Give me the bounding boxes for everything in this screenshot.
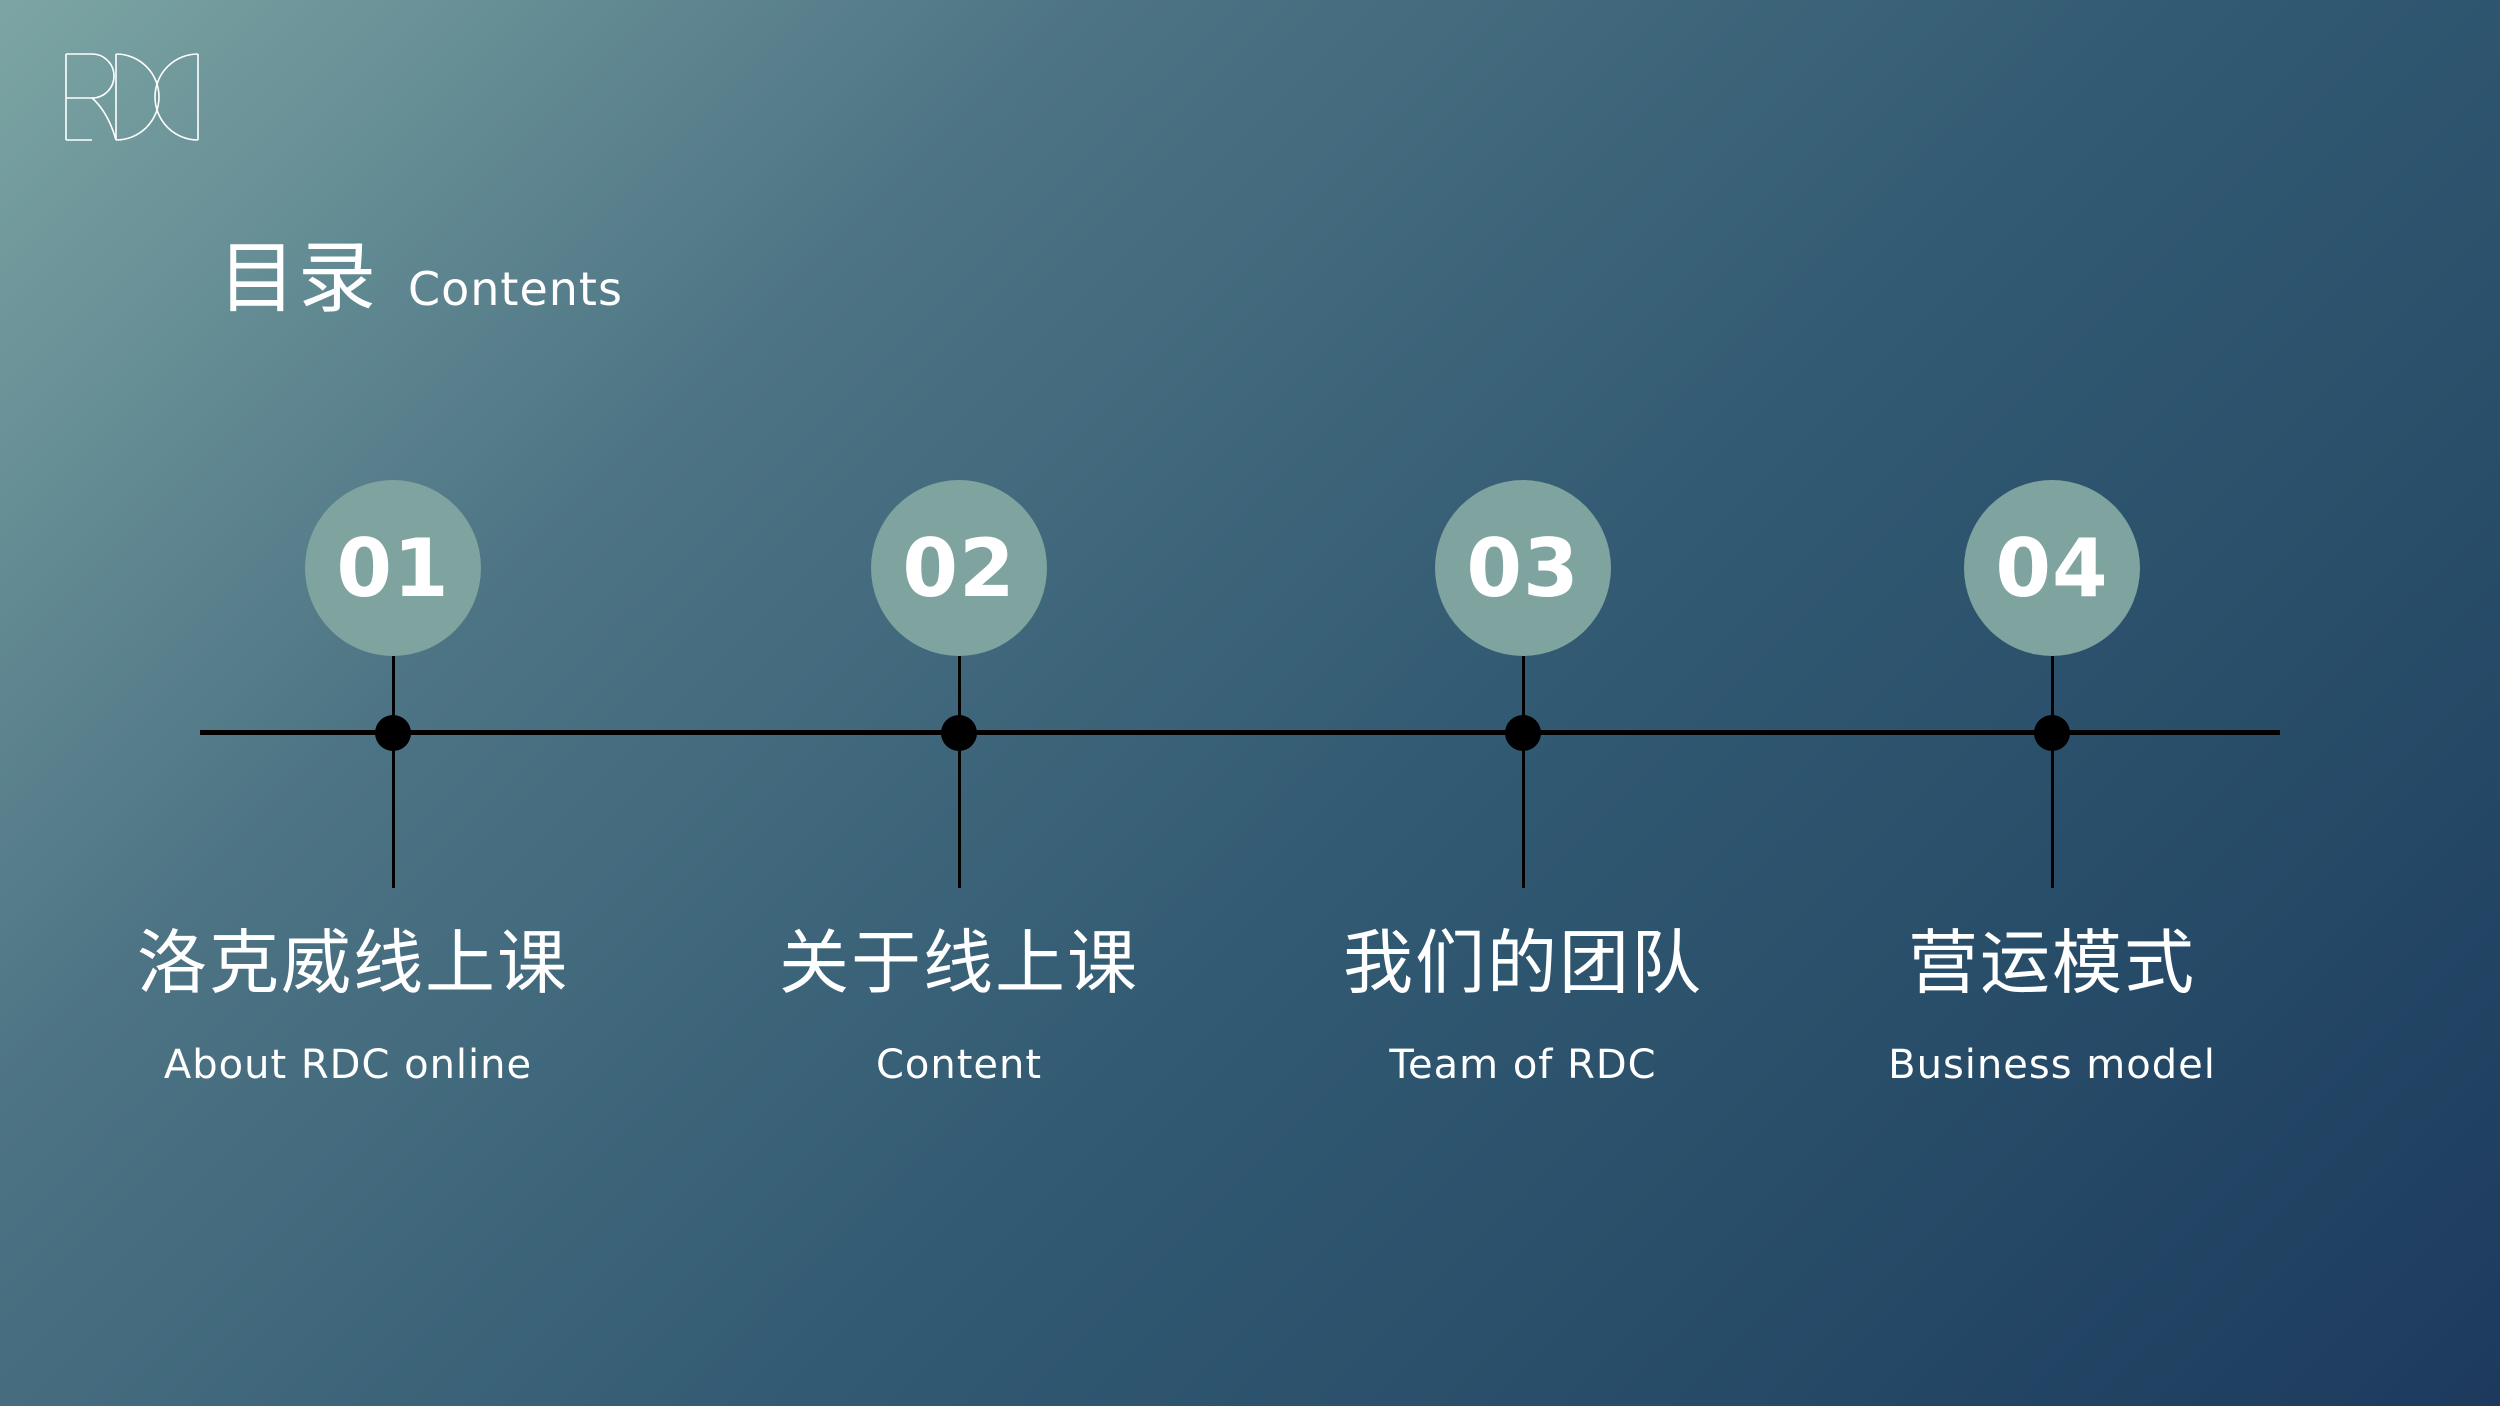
timeline-stem [2051, 656, 2054, 888]
timeline-dot [1505, 715, 1541, 751]
timeline-dot [375, 715, 411, 751]
item-title-en: Team of RDC [1389, 1042, 1657, 1088]
number-badge: 04 [1964, 480, 2140, 656]
item-title-zh: 我们的团队 [1343, 922, 1703, 1004]
page-title-en: Contents [408, 262, 623, 316]
number-badge: 02 [871, 480, 1047, 656]
item-title-en: Business model [1888, 1042, 2216, 1088]
number-badge: 03 [1435, 480, 1611, 656]
timeline-stem [392, 656, 395, 888]
number-badge-label: 01 [336, 521, 450, 615]
number-badge: 01 [305, 480, 481, 656]
item-title-zh: 洛克威线上课 [137, 922, 569, 1004]
item-title-zh: 关于线上课 [779, 922, 1139, 1004]
timeline-stem [958, 656, 961, 888]
number-badge-label: 03 [1466, 521, 1580, 615]
page-title: 目录 Contents [218, 240, 623, 340]
number-badge-label: 04 [1995, 521, 2109, 615]
item-title-zh: 营运模式 [1908, 922, 2196, 1004]
item-title-en: About RDC online [163, 1042, 533, 1088]
timeline-dot [941, 715, 977, 751]
timeline-line [200, 730, 2280, 735]
rdc-logo-icon [65, 53, 199, 141]
timeline-stem [1522, 656, 1525, 888]
page-title-zh: 目录 [218, 234, 379, 324]
timeline-dot [2034, 715, 2070, 751]
number-badge-label: 02 [902, 521, 1016, 615]
item-title-en: Content [875, 1042, 1043, 1088]
